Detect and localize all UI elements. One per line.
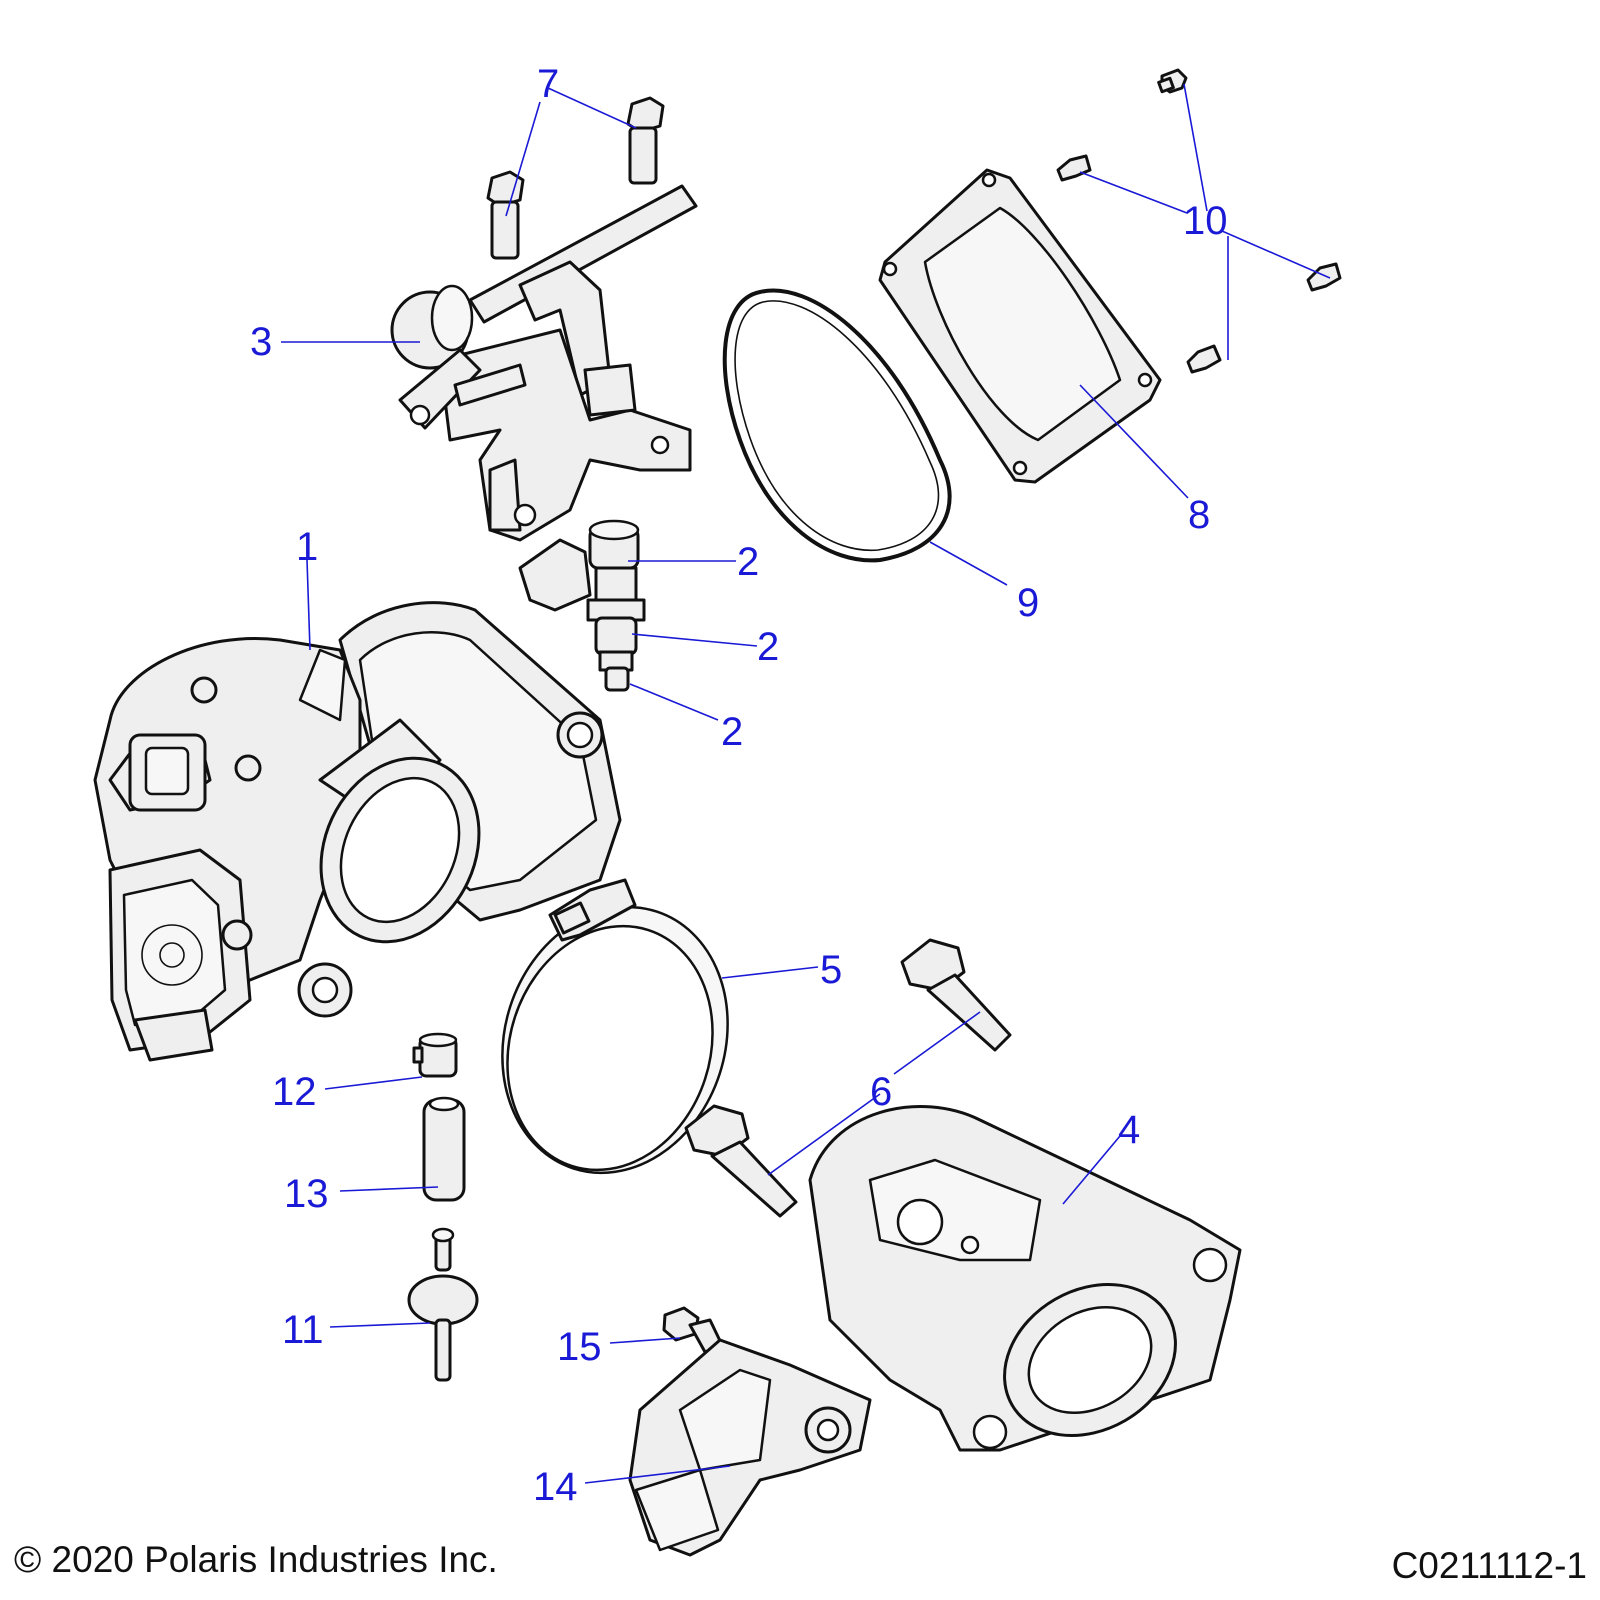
callout-5: 5	[820, 948, 842, 992]
part-10-screws	[1056, 68, 1342, 374]
part-1-throttle-body	[93, 601, 622, 1062]
callout-2-top: 2	[737, 540, 759, 584]
callout-10: 10	[1183, 199, 1228, 243]
part-3-fuel-rail	[390, 184, 698, 542]
part-12-clip	[412, 1032, 458, 1078]
leader-lines	[281, 83, 1331, 1484]
part-7-bolts	[486, 96, 665, 260]
callout-2-bottom: 2	[721, 710, 743, 754]
diagram-code: C0211112-1	[1392, 1545, 1587, 1586]
callout-13: 13	[284, 1172, 329, 1216]
part-4-intake-adapter	[808, 1105, 1242, 1452]
callout-7: 7	[537, 62, 559, 106]
callout-6: 6	[870, 1070, 892, 1114]
callout-4: 4	[1118, 1108, 1140, 1152]
callout-14: 14	[533, 1465, 578, 1509]
callout-labels: 7 3 1 2 2 2 10 8 9 5 6 4 12 13 11 15 14	[250, 62, 1228, 1509]
callout-3: 3	[250, 320, 272, 364]
part-11-check-valve	[407, 1227, 479, 1382]
part-6-bolts	[684, 938, 1012, 1218]
callout-8: 8	[1188, 493, 1210, 537]
callout-15: 15	[557, 1325, 602, 1369]
callout-1: 1	[296, 525, 318, 569]
callout-2-middle: 2	[757, 625, 779, 669]
part-13-hose-sleeve	[422, 1096, 466, 1202]
callout-12: 12	[272, 1070, 317, 1114]
part-9-o-ring	[722, 288, 952, 563]
part-8-cover-plate	[878, 168, 1162, 484]
callout-9: 9	[1017, 581, 1039, 625]
callout-11: 11	[282, 1308, 324, 1352]
part-2-fuel-injector	[518, 519, 646, 692]
part-14-map-sensor	[628, 1338, 872, 1557]
copyright-notice: © 2020 Polaris Industries Inc.	[14, 1539, 498, 1580]
part-5-hose-clamp	[501, 878, 729, 1175]
